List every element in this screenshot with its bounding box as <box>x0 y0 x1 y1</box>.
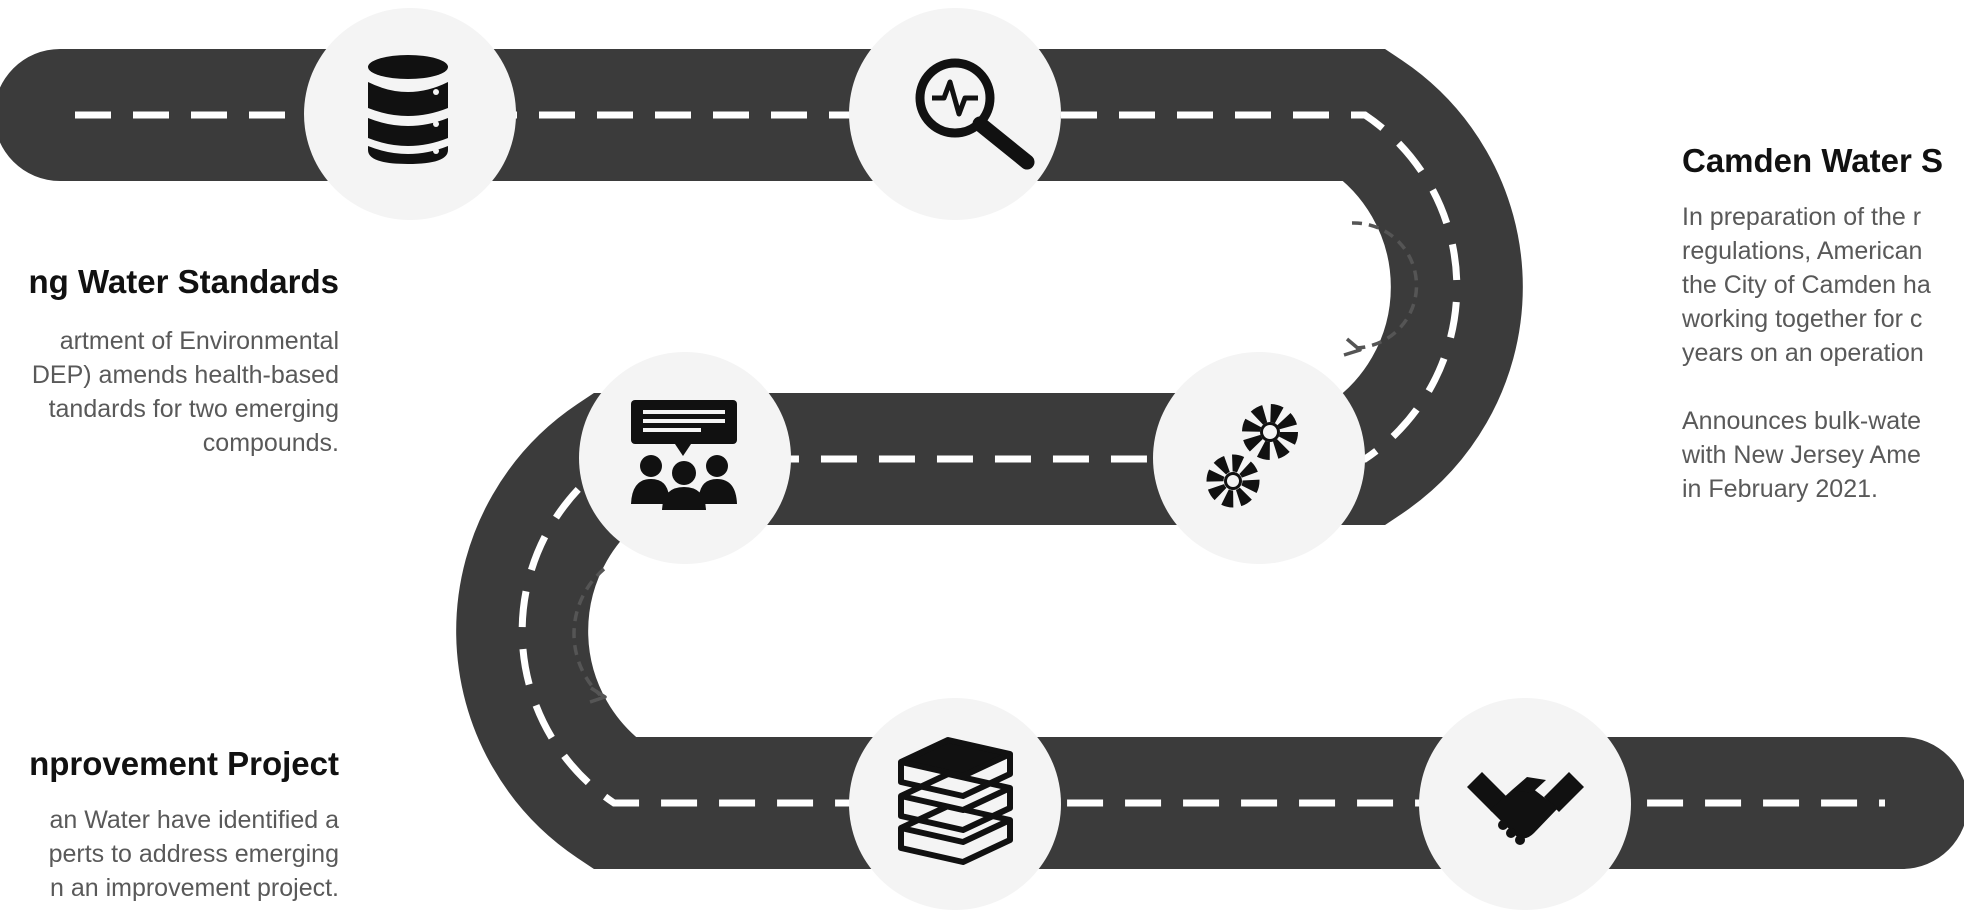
milestone-research <box>849 698 1061 910</box>
block-line: in February 2021. <box>1682 475 1878 503</box>
block-title: Camden Water S <box>1682 142 1944 179</box>
books-icon <box>898 737 1013 865</box>
block-line: tandards for two emerging <box>48 395 339 423</box>
block-line: DEP) amends health-based <box>31 361 339 389</box>
block-line: with New Jersey Ame <box>1682 441 1921 469</box>
block-line: In preparation of the r <box>1682 203 1922 231</box>
block-line: an Water have identified a <box>49 806 339 834</box>
block-title: ng Water Standards <box>28 263 340 300</box>
block-line: perts to address emerging <box>48 840 339 868</box>
block-line: the City of Camden ha <box>1682 271 1931 299</box>
block-line: years on an operation <box>1682 339 1924 367</box>
block-line: n an improvement project. <box>49 874 339 902</box>
block-line: artment of Environmental <box>59 327 339 355</box>
milestone-operations <box>1153 352 1365 564</box>
gears-icon <box>1206 404 1298 508</box>
block-line: compounds. <box>202 429 339 457</box>
direction-arrow-bottom <box>572 567 607 704</box>
block-line: regulations, American <box>1682 237 1923 265</box>
lane-markings <box>75 111 1885 807</box>
block-title: nprovement Project <box>29 745 339 782</box>
handshake-icon <box>1467 772 1584 845</box>
improvement-block: nprovement Project an Water have identif… <box>29 745 339 905</box>
block-line: working together for c <box>1682 305 1923 333</box>
milestone-meeting <box>579 352 791 564</box>
direction-arrow-top <box>1343 221 1419 357</box>
meeting-icon <box>631 400 737 510</box>
drinking-water-block: ng Water Standards artment of Environmen… <box>29 263 340 460</box>
milestone-analysis <box>849 8 1061 220</box>
magnifier-pulse-icon <box>915 58 1035 170</box>
camden-block: Camden Water S In preparation of the r r… <box>1682 142 1943 506</box>
block-line: Announces bulk-wate <box>1682 407 1922 435</box>
road <box>0 49 1964 869</box>
milestone-agreement <box>1419 698 1631 910</box>
database-icon <box>368 55 448 164</box>
milestone-database <box>304 8 516 220</box>
